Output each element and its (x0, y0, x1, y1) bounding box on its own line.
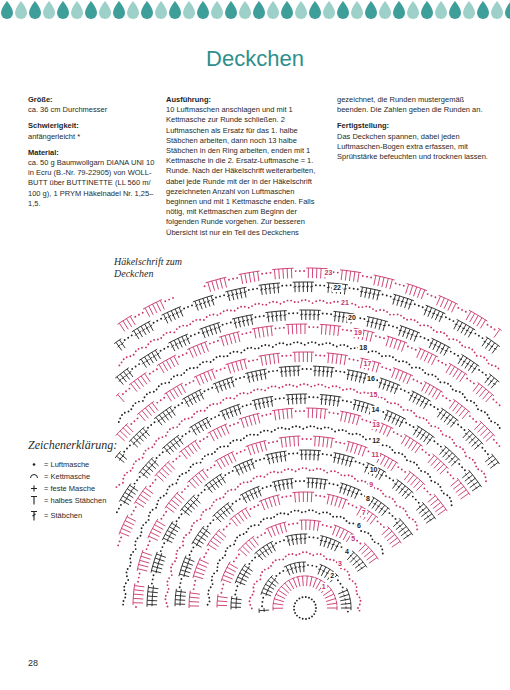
chain-row (132, 313, 486, 375)
stitch-row (114, 282, 500, 353)
stitch-row (119, 408, 470, 536)
page-title: Deckchen (0, 46, 510, 72)
round-number: 21 (340, 299, 350, 307)
chain-row (118, 411, 453, 545)
body-text: anfängerleicht * (28, 132, 156, 142)
round-number: 1 (321, 583, 327, 591)
round-number: 22 (332, 284, 342, 292)
chain-ring (294, 597, 316, 619)
round-number: 7 (361, 509, 367, 517)
chain-row (123, 426, 452, 604)
round-number: 10 (369, 466, 379, 474)
round-number: 23 (324, 269, 334, 277)
chain-row (119, 342, 500, 428)
round-number: 14 (370, 406, 380, 414)
round-number: 5 (350, 535, 356, 543)
round-number: 6 (356, 522, 362, 530)
section-heading: Schwierigkeit: (28, 121, 156, 131)
round-number: 15 (369, 391, 379, 399)
chain-row (235, 537, 348, 594)
chain-row (124, 369, 488, 454)
chain-row (208, 510, 383, 605)
stitch-row (273, 576, 337, 611)
chain-row (152, 453, 419, 583)
stitch-row (119, 394, 481, 505)
chain-row (119, 300, 498, 369)
round-number: 9 (368, 481, 374, 489)
round-number: 16 (366, 375, 376, 383)
info-column: Größe:ca. 36 cm DurchmesserSchwierigkeit… (28, 95, 156, 215)
chain-row (125, 285, 483, 340)
round-number: 8 (365, 495, 371, 503)
chain-row (180, 481, 396, 587)
stitch-row (118, 268, 502, 338)
round-number: 12 (371, 437, 381, 445)
stitch-row (116, 352, 495, 441)
round-number: 4 (344, 548, 350, 556)
section-heading: Material: (28, 148, 156, 158)
slip-stitch-symbol (31, 475, 38, 478)
chain-row (135, 271, 494, 329)
chain-row (123, 327, 500, 405)
legend-text: = feste Masche (44, 484, 95, 493)
legend-heading: Zeichenerklärung: (28, 438, 117, 453)
section-heading: Größe: (28, 95, 156, 105)
legend-text: = Kettmasche (44, 472, 90, 481)
body-text: ca. 36 cm Durchmesser (28, 105, 156, 115)
round-number: 20 (347, 314, 357, 322)
round-number: 13 (371, 421, 381, 429)
round-number: 18 (358, 344, 368, 352)
stitch-row (115, 310, 499, 388)
stitch-row (115, 366, 499, 468)
chain-row (262, 565, 348, 612)
hdc-symbol (31, 497, 37, 505)
chain-symbol (33, 463, 36, 466)
chart-heading: Häkelschrift zum Deckchen (114, 256, 200, 280)
top-border (0, 0, 510, 20)
stitch-row (217, 520, 378, 608)
chain-row (131, 355, 499, 446)
chart-symbols (114, 268, 501, 619)
section-heading: Fertigstellung: (337, 121, 492, 131)
stitch-row (147, 450, 436, 607)
stitch-row (175, 478, 413, 606)
legend-symbols (31, 463, 38, 520)
section-heading: Ausführung: (166, 95, 321, 105)
single-crochet-symbol (31, 486, 37, 492)
round-number: 11 (371, 451, 380, 459)
round-number: 2 (329, 572, 335, 580)
instruction-columns: Ausführung:10 Luftmaschen anschlagen und… (166, 95, 492, 245)
page-number: 28 (28, 658, 38, 668)
legend-text: = Stäbchen (44, 511, 82, 520)
body-text: ca. 50 g Baumwollgarn DIANA UNI 10 in Ec… (28, 158, 156, 209)
chain-row (116, 384, 486, 487)
body-text: 10 Luftmaschen anschlagen und mit 1 Kett… (166, 95, 492, 245)
legend-text: = Luftmasche (44, 460, 89, 469)
chain-row (194, 496, 384, 590)
body-text: Das Deckchen spannen, dabei jeden Luftma… (337, 132, 492, 163)
legend-text: = halbes Stäbchen (44, 496, 106, 505)
chain-row (221, 523, 360, 592)
chain-row (250, 552, 361, 610)
dc-symbol (31, 512, 37, 521)
round-number: 17 (363, 360, 373, 368)
stitch-row (116, 324, 494, 402)
chain-row (136, 439, 430, 607)
round-number: 19 (353, 329, 363, 337)
stitch-row (259, 562, 351, 613)
stitch-row (133, 436, 447, 605)
round-number: 3 (337, 560, 343, 568)
chain-row (165, 468, 417, 606)
